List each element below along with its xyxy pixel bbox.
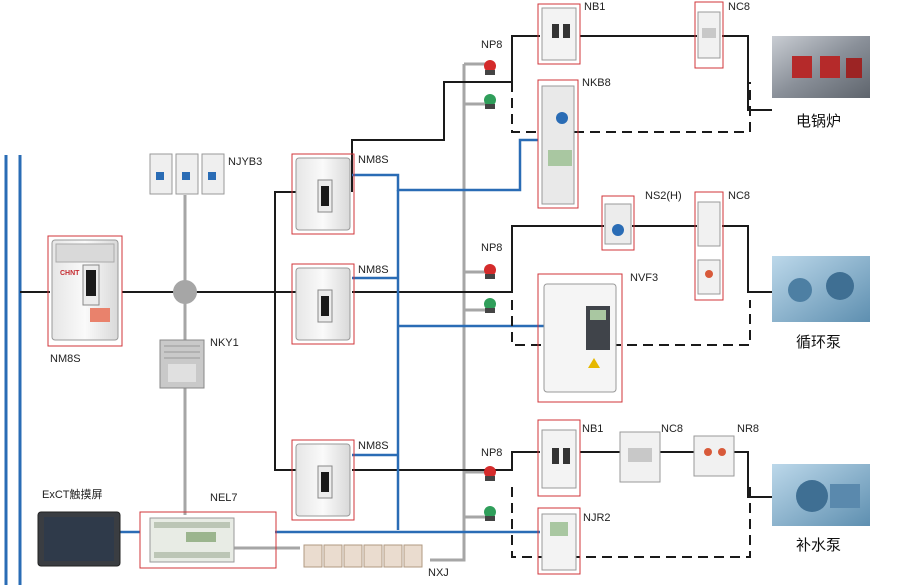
- main-breaker-label: NM8S: [50, 353, 81, 365]
- feed-indicator-lamps: [484, 466, 496, 521]
- boiler-load-label: 电锅炉: [796, 112, 841, 130]
- feed-pump-photo: [772, 464, 870, 526]
- feed-mcb-label: NB1: [582, 423, 603, 435]
- dashed-boundaries: [511, 82, 751, 558]
- junction-node: [173, 280, 197, 304]
- feed-pump-label: 补水泵: [796, 536, 841, 554]
- circ-indicator-label: NP8: [481, 242, 502, 254]
- boiler-contactor: [694, 1, 724, 69]
- circ-inverter: [537, 273, 623, 403]
- power-wiring: [20, 35, 772, 498]
- circ-motor-protector-label: NS2(H): [645, 190, 682, 202]
- feed-overload-label: NR8: [737, 423, 759, 435]
- feed-contactor-label: NC8: [661, 423, 683, 435]
- boiler-mcb: [537, 3, 581, 65]
- circ-inverter-label: NVF3: [630, 272, 658, 284]
- power-supply: [159, 339, 205, 389]
- branch-breaker-top: [291, 153, 355, 235]
- feed-softstarter: [537, 507, 581, 575]
- relay-modules-label: NJYB3: [228, 156, 262, 168]
- plc-label: NEL7: [210, 492, 238, 504]
- intermediate-relays: [303, 544, 423, 568]
- boiler-indicator-label: NP8: [481, 39, 502, 51]
- main-breaker: CHNT: [47, 235, 123, 347]
- circulation-pump-photo: [772, 256, 870, 322]
- feed-overload: [693, 435, 735, 477]
- boiler-mcb-label: NB1: [584, 1, 605, 13]
- control-wiring: [118, 138, 545, 534]
- feed-contactor: [619, 431, 661, 483]
- feed-indicator-label: NP8: [481, 447, 502, 459]
- touch-screen-label: ExCT触摸屏: [42, 487, 103, 501]
- branch-breaker-mid: [291, 263, 355, 345]
- power-supply-label: NKY1: [210, 337, 239, 349]
- boiler-indicator-lamps: [484, 60, 496, 109]
- breaker-top-label: NM8S: [358, 154, 389, 166]
- circ-indicator-lamps: [484, 264, 496, 313]
- circ-contactor-label: NC8: [728, 190, 750, 202]
- feed-mcb: [537, 419, 581, 497]
- touch-screen: [37, 511, 121, 567]
- breaker-bot-label: NM8S: [358, 440, 389, 452]
- breaker-mid-label: NM8S: [358, 264, 389, 276]
- svg-text:CHNT: CHNT: [60, 270, 80, 277]
- plc: [139, 511, 277, 569]
- feed-softstarter-label: NJR2: [583, 512, 611, 524]
- circ-motor-protector: [601, 195, 635, 251]
- boiler-photo: [772, 36, 870, 98]
- circulation-pump-label: 循环泵: [796, 333, 841, 351]
- boiler-contactor-label: NC8: [728, 1, 750, 13]
- boiler-starter: [537, 79, 579, 209]
- boiler-starter-label: NKB8: [582, 77, 611, 89]
- relays-label: NXJ: [428, 567, 449, 579]
- branch-breaker-bot: [291, 439, 355, 521]
- phase-monitor-relays: [149, 153, 225, 195]
- circ-contactor: [694, 191, 724, 301]
